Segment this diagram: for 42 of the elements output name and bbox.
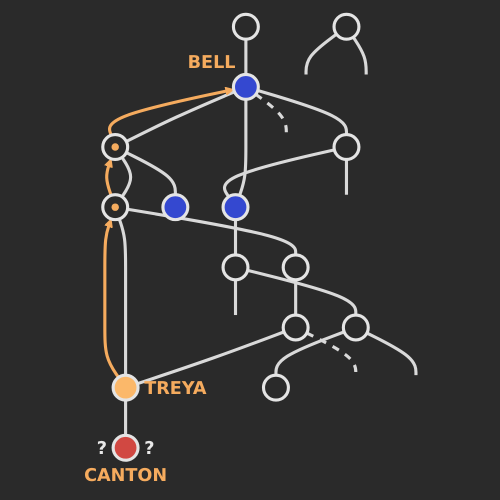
node-circle (222, 253, 250, 282)
node-circle (282, 313, 310, 342)
node-circle (232, 72, 260, 101)
connector-line (244, 39, 248, 74)
node-circle (332, 133, 360, 162)
node-circle (101, 193, 130, 222)
connector-line (247, 268, 358, 316)
connector-line (366, 332, 418, 376)
node-label: TREYA (144, 378, 207, 399)
node-circle (222, 193, 250, 222)
connector-line (118, 218, 128, 376)
node-circle (262, 374, 290, 402)
connector-line (352, 36, 368, 74)
node-circle (101, 133, 130, 162)
question-mark: ? (144, 439, 154, 459)
arrow (103, 218, 120, 378)
node-circle (232, 12, 260, 41)
node-circle (112, 434, 140, 462)
node-circle (332, 12, 360, 41)
node-circle (282, 253, 310, 282)
connector-line (257, 88, 348, 135)
connector-line (238, 99, 248, 196)
arrow (104, 158, 113, 196)
connector-line (136, 330, 285, 386)
connector-line (234, 280, 238, 316)
connector-line (124, 400, 128, 436)
connector-line (344, 159, 348, 195)
connector-line (223, 148, 335, 198)
connector-line (274, 330, 345, 376)
connector-line (304, 32, 338, 74)
node-label: CANTON (84, 466, 168, 486)
connector-line (120, 156, 132, 198)
connector-line (126, 90, 236, 143)
node-label: BELL (188, 53, 236, 74)
dashed-line (254, 93, 288, 135)
question-mark: ? (96, 439, 107, 459)
node-circle (342, 313, 370, 342)
node-circle (112, 374, 140, 402)
node-circle (161, 193, 190, 222)
connector-line (126, 151, 177, 195)
connector-line (234, 220, 238, 255)
arrow (108, 86, 234, 136)
